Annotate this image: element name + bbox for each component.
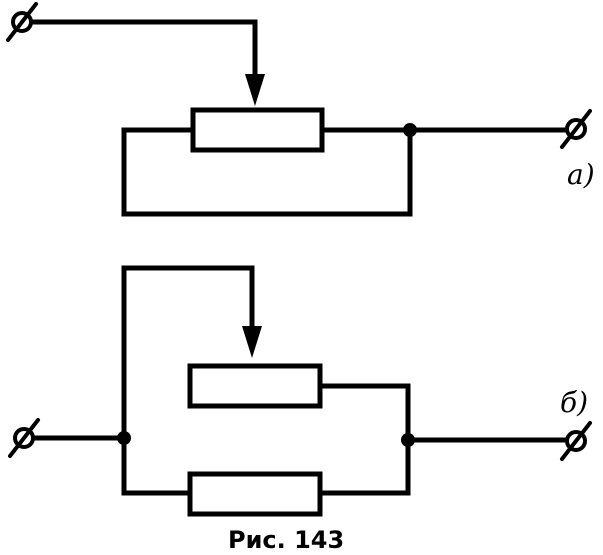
terminal-b-output [560, 421, 592, 461]
junction-node-b-right [401, 433, 415, 447]
slider-arrow-b [242, 326, 262, 358]
terminal-a-output [560, 109, 592, 149]
wire-lower-branch-b [121, 435, 193, 496]
terminal-a-input [6, 2, 258, 42]
terminal-b-input [8, 418, 40, 458]
figure-caption: Рис. 143 [228, 526, 344, 554]
circuit-a: a) [6, 2, 595, 217]
wire-lower-right-b [317, 437, 411, 496]
junction-node-b-left [117, 431, 131, 445]
junction-node-a [403, 123, 417, 137]
wire-top-b [121, 265, 255, 441]
rheostat-a [190, 107, 325, 153]
slider-arrow-a [245, 19, 265, 106]
wire-loop-a [121, 127, 413, 217]
label-b: б) [560, 386, 588, 419]
wire-upper-resistor-b [317, 383, 411, 443]
rheostat-b [187, 363, 323, 409]
circuit-b: б) [8, 265, 592, 517]
label-a: a) [567, 158, 595, 191]
resistor-b [187, 471, 323, 517]
